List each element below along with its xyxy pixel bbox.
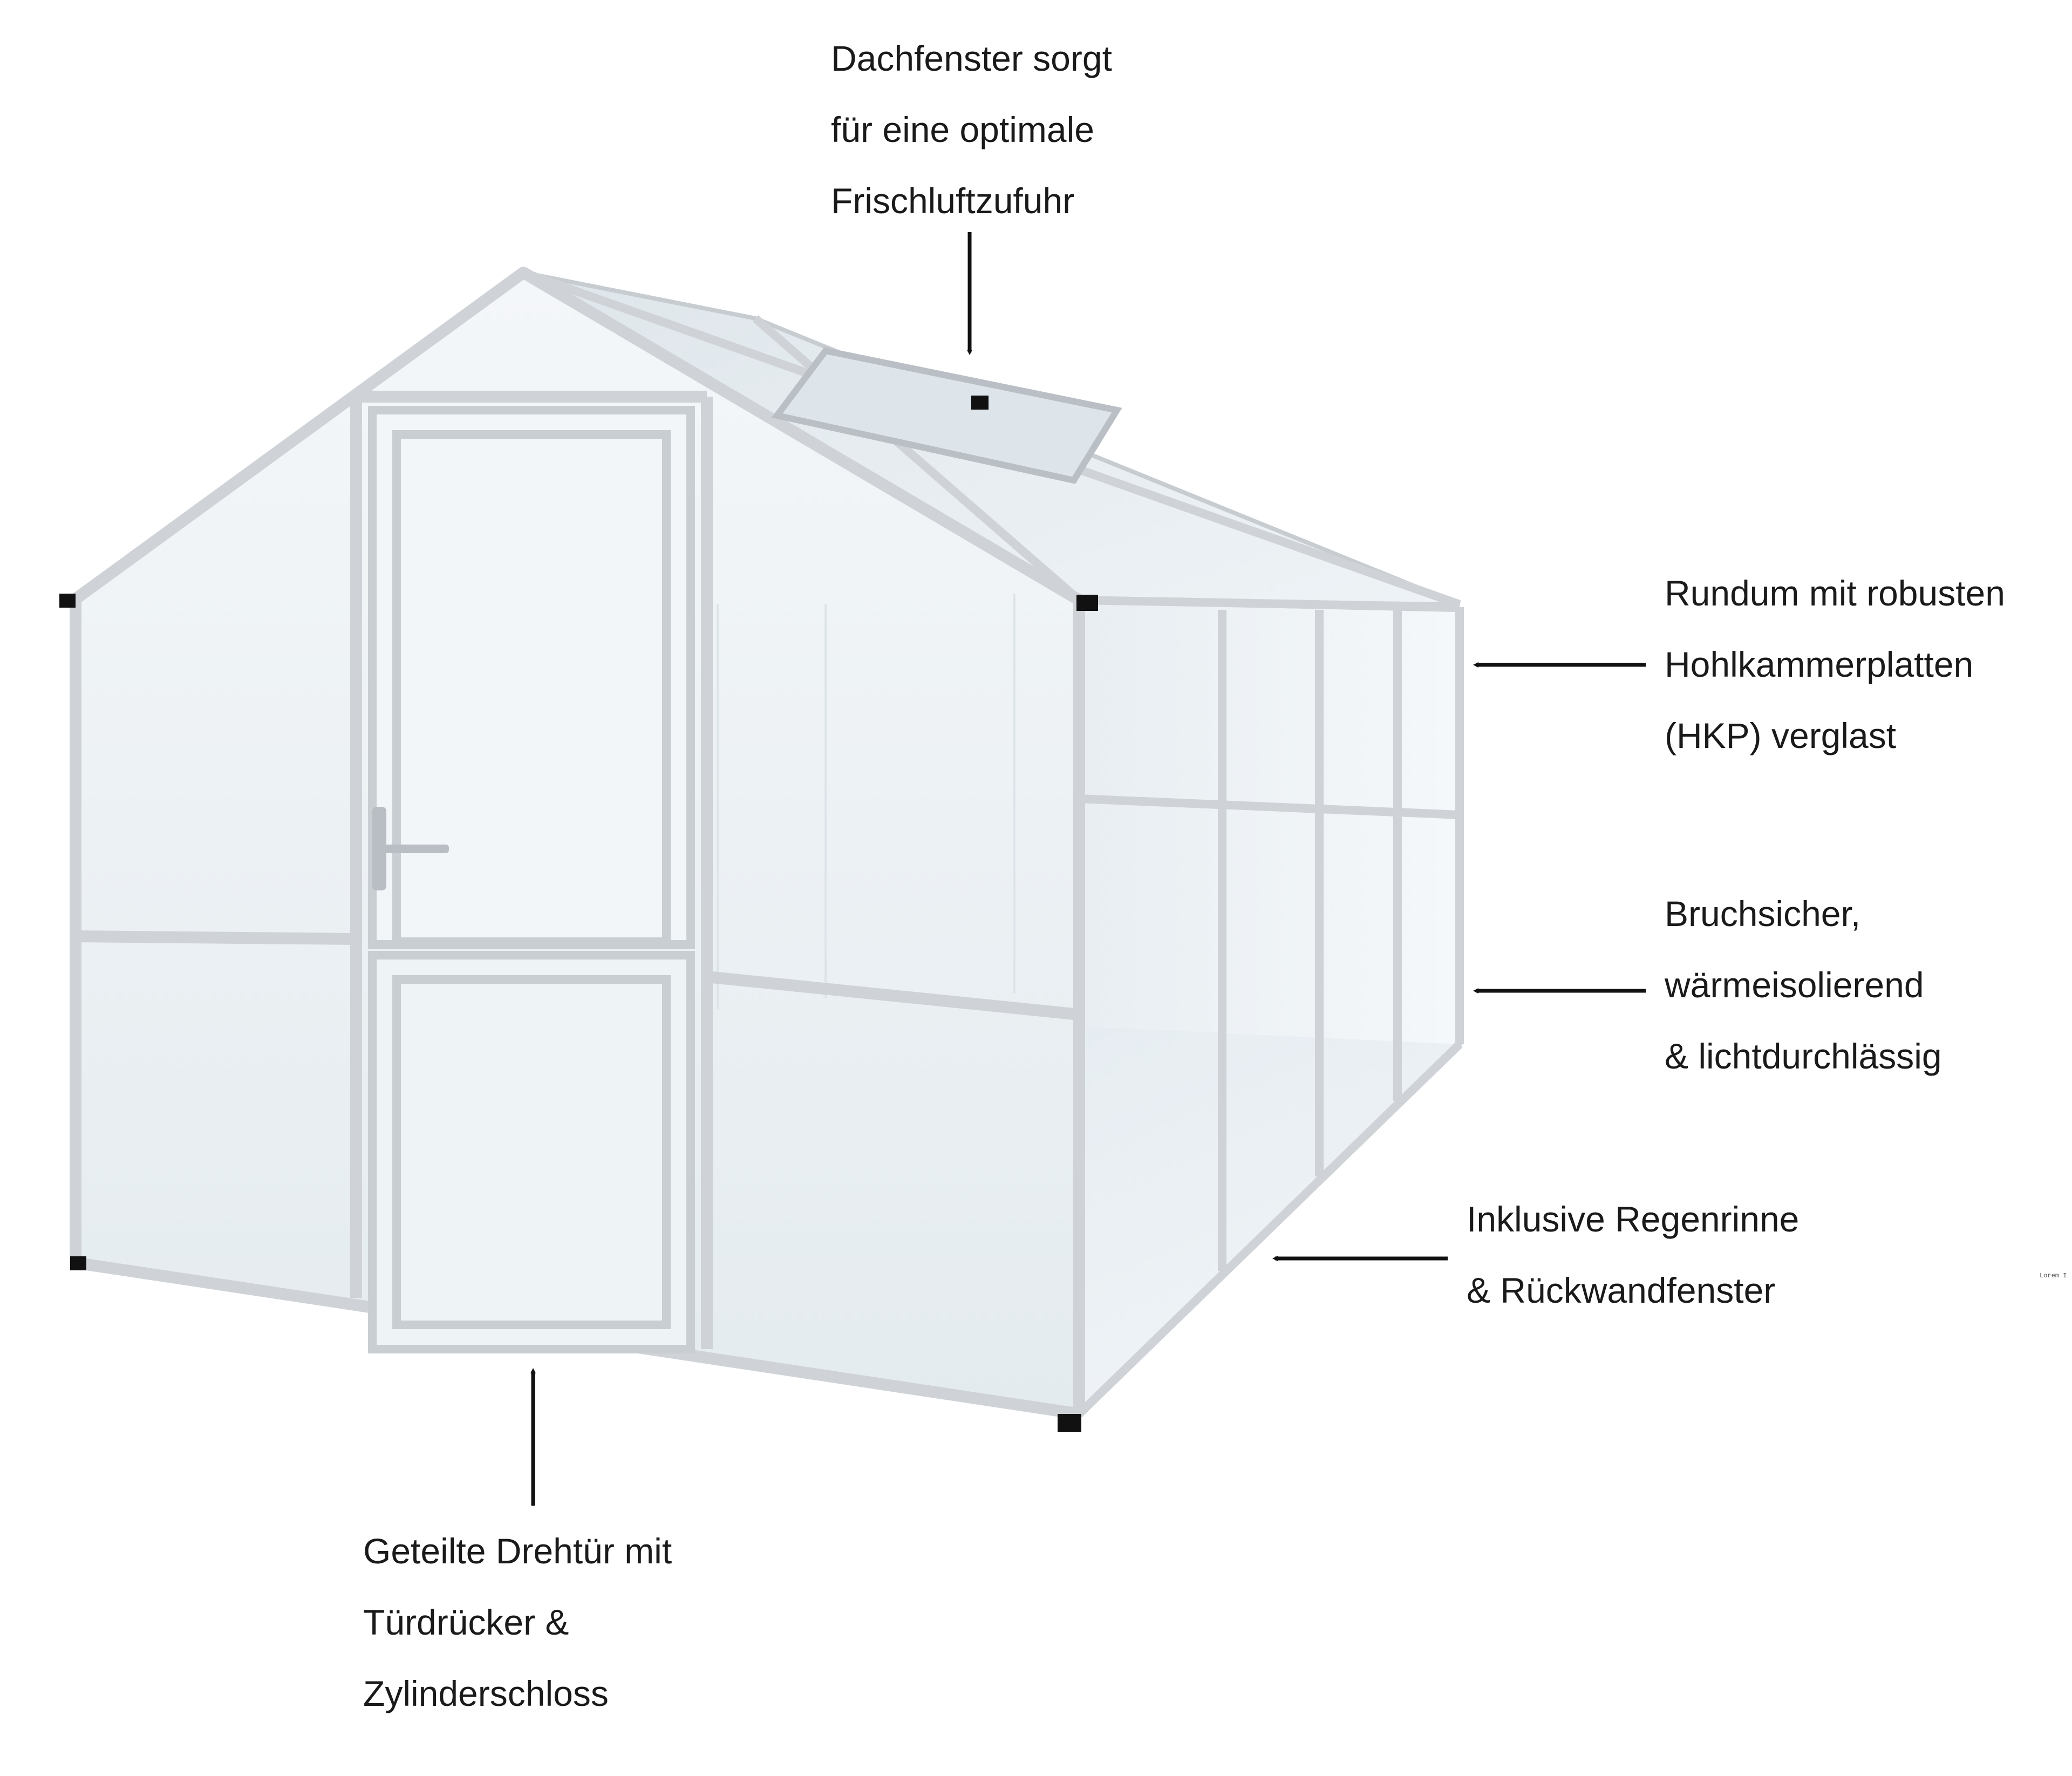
arrow-icon (530, 232, 1646, 1506)
callout-line: (HKP) verglast (1665, 716, 1897, 756)
callout-line: für eine optimale (831, 110, 1094, 149)
callout-line: Bruchsicher, (1665, 894, 1861, 934)
watermark-text: Lorem I (2040, 1272, 2067, 1280)
callout-gutter: Inklusive Regenrinne & Rückwandfenster (1467, 1183, 1799, 1326)
callout-panels: Rundum mit robusten Hohlkammerplatten (H… (1665, 557, 2005, 771)
door-handle (372, 807, 449, 890)
callout-line: Türdrücker & (363, 1602, 569, 1642)
callout-line: & Rückwandfenster (1467, 1270, 1776, 1310)
callout-line: Geteilte Drehtür mit (363, 1531, 672, 1571)
callout-line: Frischluftzufuhr (831, 181, 1075, 221)
split-door (368, 406, 695, 1353)
callout-line: Zylinderschloss (363, 1673, 609, 1713)
callout-line: Inklusive Regenrinne (1467, 1199, 1800, 1239)
callout-line: wärmeisolierend (1665, 965, 1924, 1005)
callout-line: Dachfenster sorgt (831, 38, 1112, 78)
callout-roof-window: Dachfenster sorgt für eine optimale Fris… (831, 23, 1112, 236)
callout-properties: Bruchsicher, wärmeisolierend & lichtdurc… (1665, 878, 1942, 1092)
callout-line: Rundum mit robusten (1665, 573, 2005, 613)
callout-line: & lichtdurchlässig (1665, 1036, 1942, 1076)
callout-door: Geteilte Drehtür mit Türdrücker & Zylind… (363, 1515, 672, 1729)
callout-line: Hohlkammerplatten (1665, 644, 1974, 684)
roof-window (771, 347, 1122, 484)
